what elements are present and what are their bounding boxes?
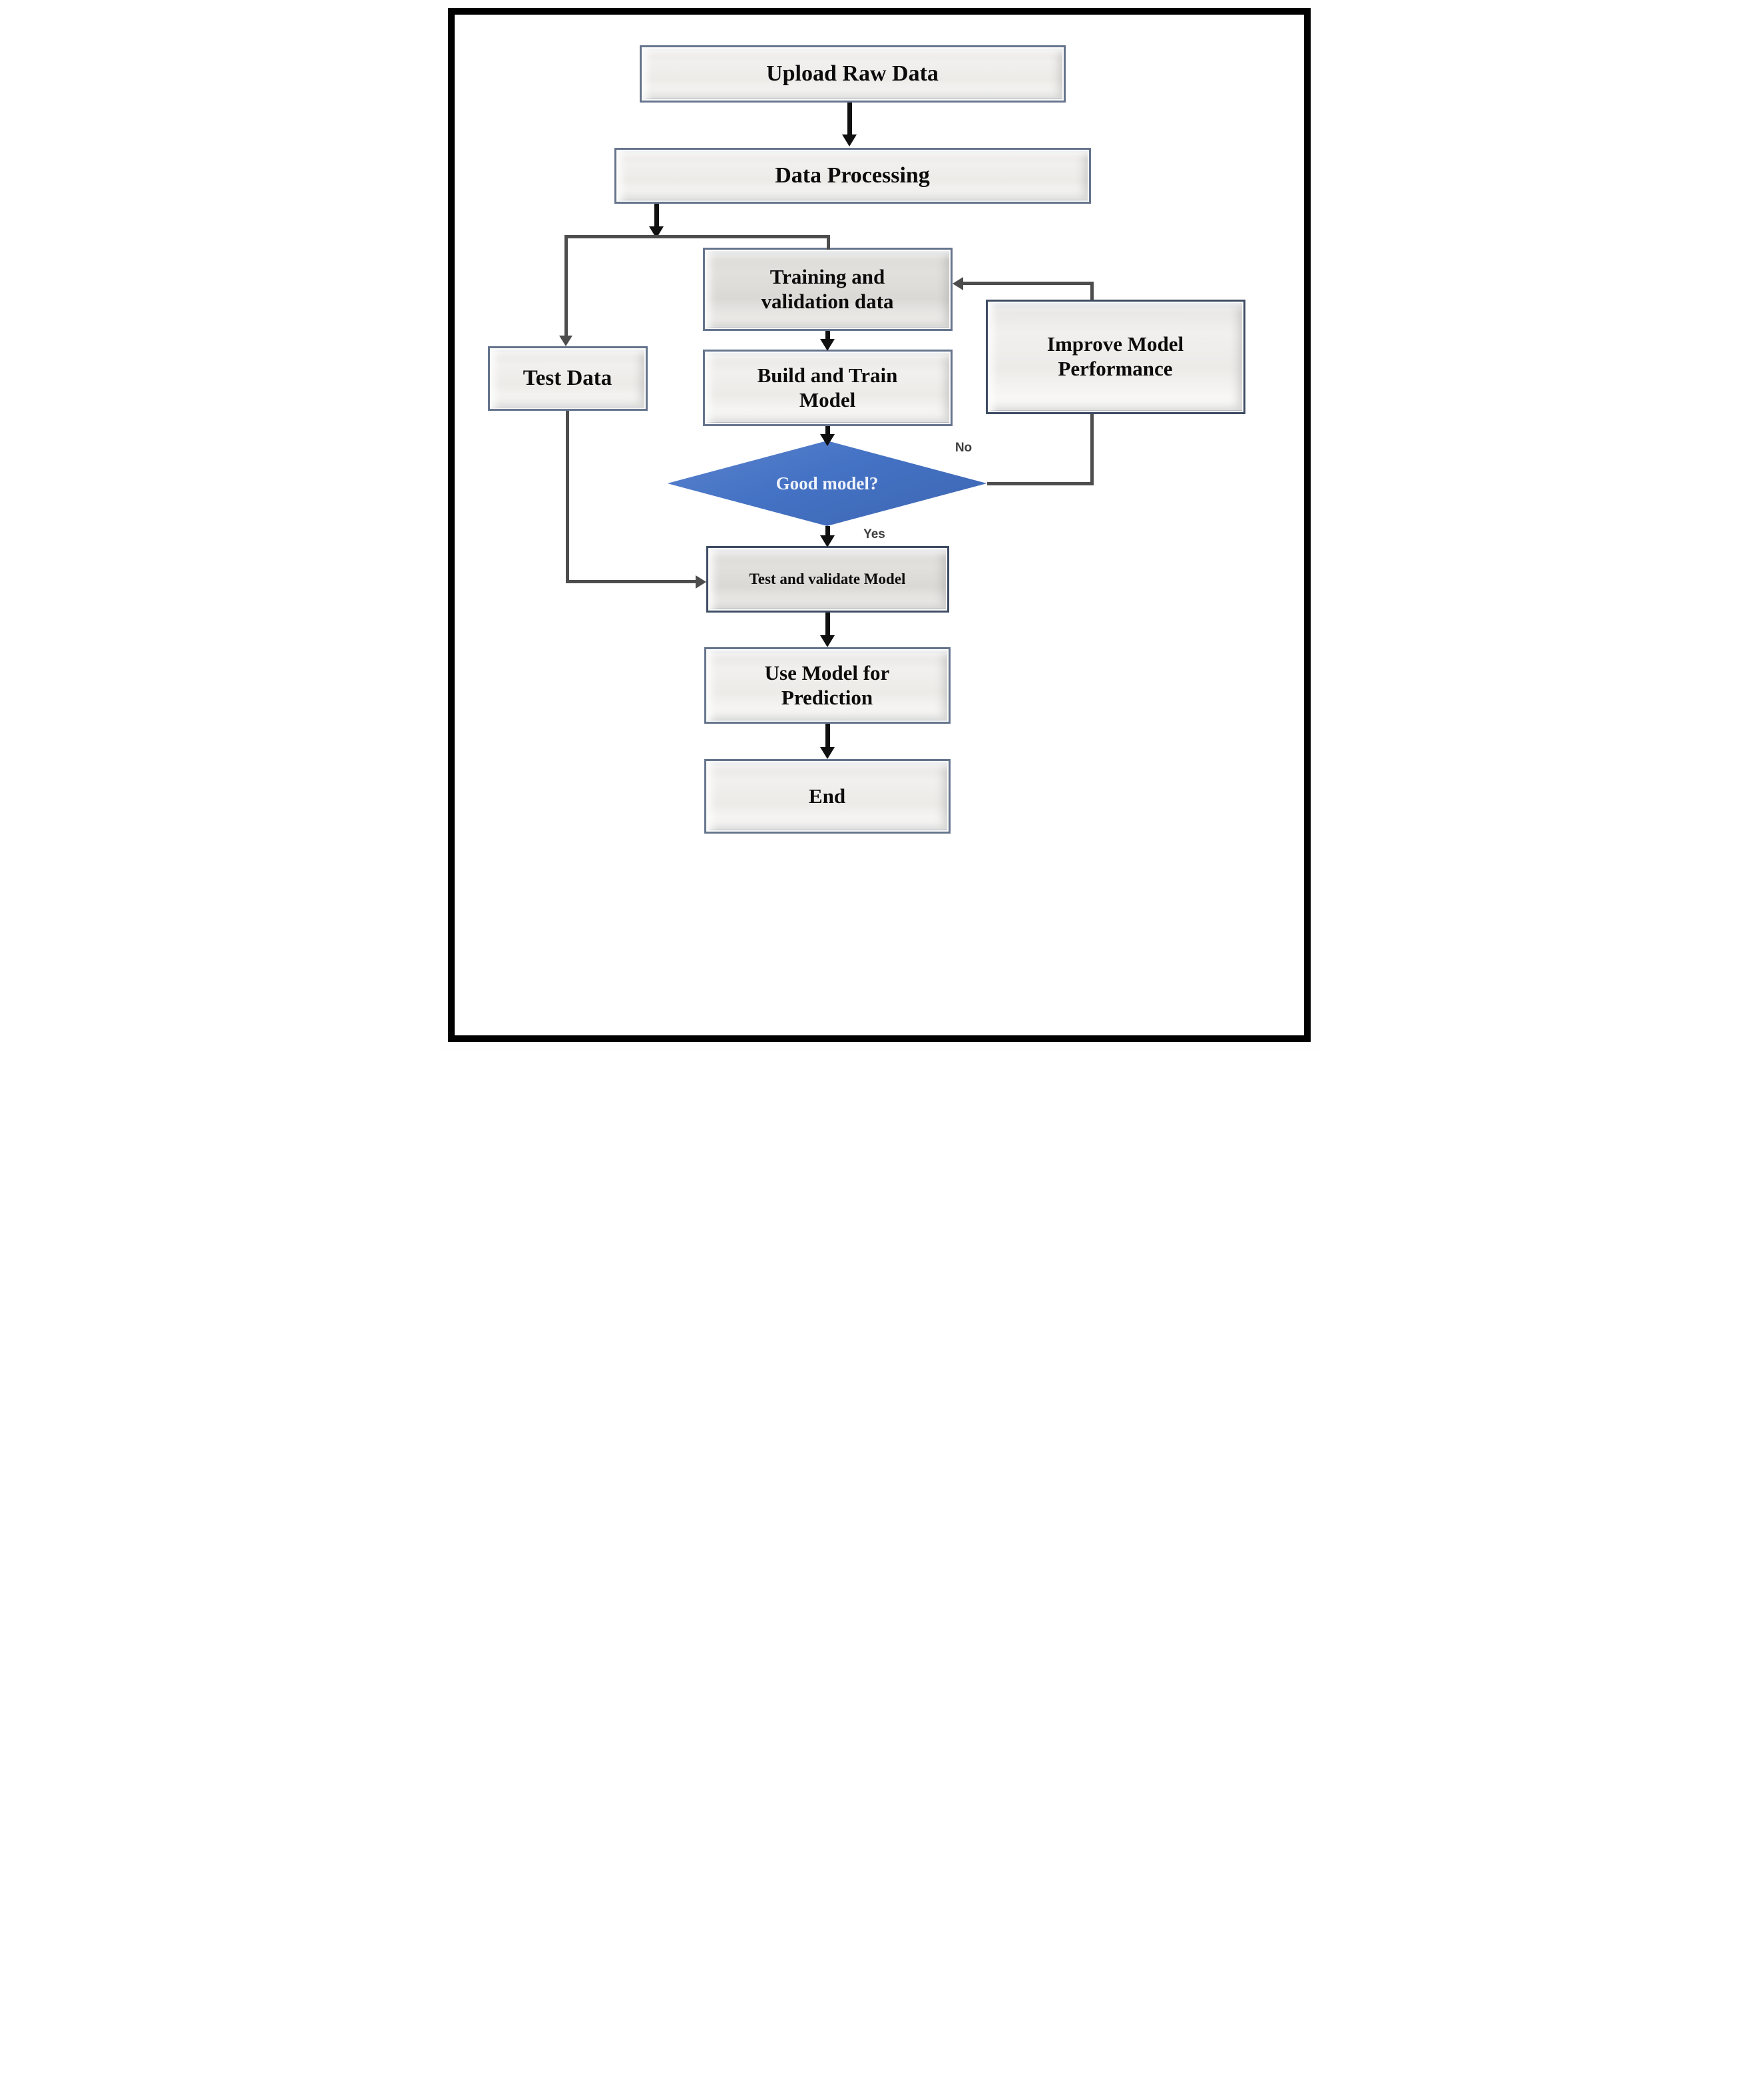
feedback-vertical-line xyxy=(1090,284,1094,300)
node-data-processing: Data Processing xyxy=(614,148,1091,204)
arrow-testvalidate-to-usemodel xyxy=(825,613,830,635)
decision-diamond-good-model: Good model? xyxy=(667,441,987,526)
node-label: Test and validate Model xyxy=(749,571,906,588)
arrowhead-left-icon xyxy=(952,277,963,290)
arrow-training-to-build xyxy=(825,331,830,340)
node-label: Training and validation data xyxy=(761,264,894,313)
node-label: Build and Train Model xyxy=(757,363,898,411)
node-training-validation-data: Training and validation data xyxy=(702,248,953,331)
decision-label: Good model? xyxy=(775,473,879,493)
node-use-model-for-prediction: Use Model for Prediction xyxy=(704,647,951,724)
node-test-data: Test Data xyxy=(487,346,648,411)
flowchart-frame: Upload Raw Data Data Processing Training… xyxy=(447,8,1311,1042)
feedback-horizontal-line xyxy=(960,282,1094,285)
arrowhead-down-icon xyxy=(819,339,835,351)
node-label: Improve Model Performance xyxy=(1046,332,1184,380)
arrow-upload-to-processing xyxy=(847,103,852,134)
node-label: Test Data xyxy=(523,366,612,391)
arrowhead-down-icon xyxy=(819,747,835,759)
arrow-usemodel-to-end xyxy=(825,724,830,747)
node-improve-model-performance: Improve Model Performance xyxy=(985,300,1245,414)
node-test-and-validate-model: Test and validate Model xyxy=(706,546,949,613)
line-split-to-test-data xyxy=(564,235,568,336)
figure-page: Upload Raw Data Data Processing Training… xyxy=(439,0,1319,1050)
edge-label-yes: Yes xyxy=(863,527,885,541)
arrow-processing-to-split xyxy=(654,204,659,226)
edge-label-no: No xyxy=(955,441,973,455)
test-data-vertical-line xyxy=(565,411,569,582)
node-end: End xyxy=(704,759,951,834)
node-label: End xyxy=(808,784,846,808)
split-jog-to-training xyxy=(826,235,830,250)
arrowhead-down-icon xyxy=(819,535,835,547)
node-label: Use Model for Prediction xyxy=(764,660,890,709)
arrowhead-down-icon xyxy=(819,635,835,647)
arrowhead-down-icon xyxy=(819,434,835,446)
no-branch-horizontal-line xyxy=(987,482,1094,485)
split-horizontal-line xyxy=(564,235,830,238)
arrow-decision-to-testvalidate xyxy=(825,526,830,537)
node-label: Upload Raw Data xyxy=(766,61,939,86)
arrow-build-to-decision xyxy=(825,426,830,435)
arrowhead-down-icon xyxy=(841,134,857,146)
arrowhead-down-icon xyxy=(558,336,572,346)
node-upload-raw-data: Upload Raw Data xyxy=(639,45,1066,103)
node-build-train-model: Build and Train Model xyxy=(702,350,953,426)
arrowhead-right-icon xyxy=(695,575,706,589)
no-branch-vertical-line xyxy=(1090,414,1094,485)
node-label: Data Processing xyxy=(775,162,930,188)
test-data-horizontal-line xyxy=(565,580,696,583)
